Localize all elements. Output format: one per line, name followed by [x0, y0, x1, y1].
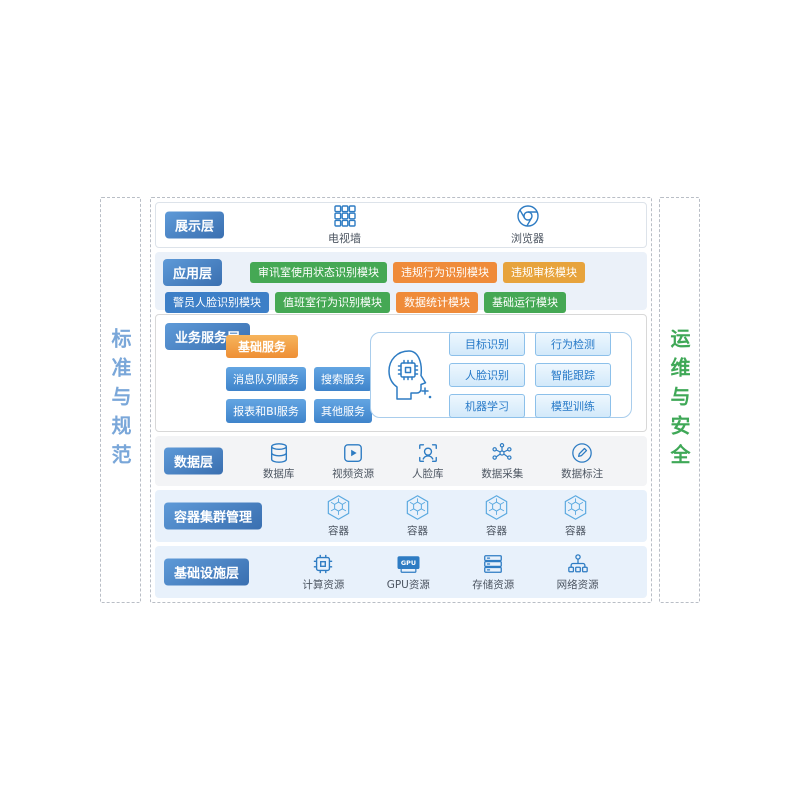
- ai-chip-smart-tracking: 智能跟踪: [535, 363, 611, 387]
- container-label: 容器: [565, 525, 586, 537]
- container-label: 容器: [486, 525, 507, 537]
- service-chip-report-bi: 报表和BI服务: [226, 399, 306, 423]
- layer-label-infrastructure: 基础设施层: [164, 558, 250, 586]
- right-pillar-label: 运维与安全: [667, 327, 691, 473]
- video-icon: [344, 443, 363, 462]
- compute-resource-item: 计算资源: [302, 553, 344, 592]
- ai-chip-target-recognition: 目标识别: [449, 332, 525, 356]
- ai-chip-machine-learning: 机器学习: [449, 394, 525, 418]
- left-pillar-label: 标准与规范: [108, 327, 132, 473]
- container-item: 容器: [404, 494, 431, 538]
- module-chip-interrogation-room-status: 审讯室使用状态识别模块: [250, 261, 388, 284]
- layer-application: 应用层 审讯室使用状态识别模块 违规行为识别模块 违规审核模块 警员人脸识别模块…: [155, 252, 647, 314]
- database-label: 数据库: [262, 467, 295, 480]
- container-item: 容器: [562, 494, 589, 538]
- data-collection-icon: [492, 442, 512, 460]
- layer-label-container-cluster: 容器集群管理: [164, 502, 263, 530]
- container-hexagon-icon: [327, 495, 350, 520]
- data-annotation-icon: [572, 442, 592, 463]
- video-resource-item: 视频资源: [332, 442, 374, 481]
- container-hexagon-icon: [485, 495, 508, 520]
- layer-presentation: 展示层 电视墙: [155, 202, 647, 248]
- application-row-1: 应用层 审讯室使用状态识别模块 违规行为识别模块 违规审核模块: [163, 259, 639, 286]
- ai-chip-face-recognition: 人脸识别: [449, 363, 525, 387]
- right-pillar: 运维与安全: [659, 197, 700, 603]
- service-chip-message-queue: 消息队列服务: [226, 367, 306, 391]
- compute-resource-label: 计算资源: [302, 578, 345, 591]
- browser-icon: [516, 205, 539, 227]
- layer-label-data: 数据层: [164, 447, 224, 475]
- cpu-icon: [314, 554, 333, 573]
- basic-services-title: 基础服务: [226, 335, 299, 358]
- gpu-resource-label: GPU资源: [386, 578, 430, 591]
- gpu-icon-text: GPU: [401, 559, 416, 567]
- data-annotation-item: 数据标注: [561, 442, 603, 481]
- storage-resource-label: 存储资源: [472, 578, 515, 591]
- layer-container-cluster: 容器集群管理 容器: [155, 490, 647, 542]
- tv-wall-icon: [333, 205, 356, 227]
- module-chip-officer-face: 警员人脸识别模块: [165, 292, 269, 314]
- tv-wall-label: 电视墙: [328, 232, 361, 245]
- gpu-icon: GPU: [397, 555, 420, 573]
- storage-resource-item: 存储资源: [472, 553, 514, 592]
- layer-label-presentation: 展示层: [165, 211, 225, 239]
- infrastructure-items: 计算资源 GPU GPU资源: [260, 546, 641, 598]
- container-hexagon-icon: [406, 495, 429, 520]
- ai-capabilities-box: 目标识别 行为检测 人脸识别 智能跟踪 机器学习 模型训练: [370, 332, 632, 418]
- container-items: 容器 容器: [273, 490, 641, 542]
- data-collection-label: 数据采集: [481, 467, 524, 480]
- browser-label: 浏览器: [511, 232, 544, 245]
- module-chip-basic-operation: 基础运行模块: [484, 292, 566, 314]
- data-items: 数据库 视频资源: [225, 436, 641, 486]
- application-row-2: 警员人脸识别模块 值班室行为识别模块 数据统计模块 基础运行模块: [165, 292, 639, 314]
- ai-capabilities-grid: 目标识别 行为检测 人脸识别 智能跟踪 机器学习 模型训练: [449, 332, 611, 418]
- database-icon: [270, 442, 287, 463]
- storage-icon: [484, 554, 503, 573]
- container-item: 容器: [483, 494, 510, 538]
- layers-container: 展示层 电视墙: [150, 197, 652, 603]
- face-library-icon: [418, 443, 437, 462]
- service-chip-other: 其他服务: [314, 399, 372, 423]
- presentation-items: 电视墙 浏览器: [226, 203, 646, 247]
- ai-head-icon: [388, 350, 432, 400]
- layer-data: 数据层 数据库: [155, 436, 647, 486]
- module-chip-violation-behavior: 违规行为识别模块: [393, 261, 498, 284]
- container-item: 容器: [325, 494, 352, 538]
- module-chip-duty-room-behavior: 值班室行为识别模块: [275, 292, 390, 314]
- module-chip-data-statistics: 数据统计模块: [396, 292, 478, 314]
- module-chip-violation-review: 违规审核模块: [503, 261, 586, 284]
- gpu-resource-item: GPU GPU资源: [387, 553, 430, 592]
- data-annotation-label: 数据标注: [561, 467, 604, 480]
- tv-wall-item: 电视墙: [328, 204, 361, 246]
- basic-services-grid: 消息队列服务 搜索服务 报表和BI服务 其他服务: [226, 367, 372, 423]
- service-chip-search: 搜索服务: [314, 367, 372, 391]
- layer-label-application: 应用层: [163, 259, 223, 286]
- browser-item: 浏览器: [511, 204, 544, 246]
- container-label: 容器: [407, 525, 428, 537]
- network-resource-label: 网络资源: [556, 578, 599, 591]
- left-pillar: 标准与规范: [100, 197, 141, 603]
- face-library-item: 人脸库: [411, 442, 444, 481]
- layer-business: 业务服务层 基础服务 消息队列服务 搜索服务 报表和BI服务 其他服务: [155, 314, 647, 432]
- ai-chip-model-training: 模型训练: [535, 394, 611, 418]
- container-label: 容器: [328, 525, 349, 537]
- network-icon: [567, 553, 588, 572]
- face-library-label: 人脸库: [411, 467, 444, 480]
- network-resource-item: 网络资源: [557, 553, 599, 592]
- database-item: 数据库: [262, 442, 295, 481]
- layer-infrastructure: 基础设施层 计算资源 GPU: [155, 546, 647, 598]
- data-collection-item: 数据采集: [481, 442, 523, 481]
- video-resource-label: 视频资源: [332, 467, 375, 480]
- container-hexagon-icon: [564, 495, 587, 520]
- basic-services-group: 基础服务 消息队列服务 搜索服务 报表和BI服务 其他服务: [226, 335, 372, 423]
- ai-chip-behavior-detection: 行为检测: [535, 332, 611, 356]
